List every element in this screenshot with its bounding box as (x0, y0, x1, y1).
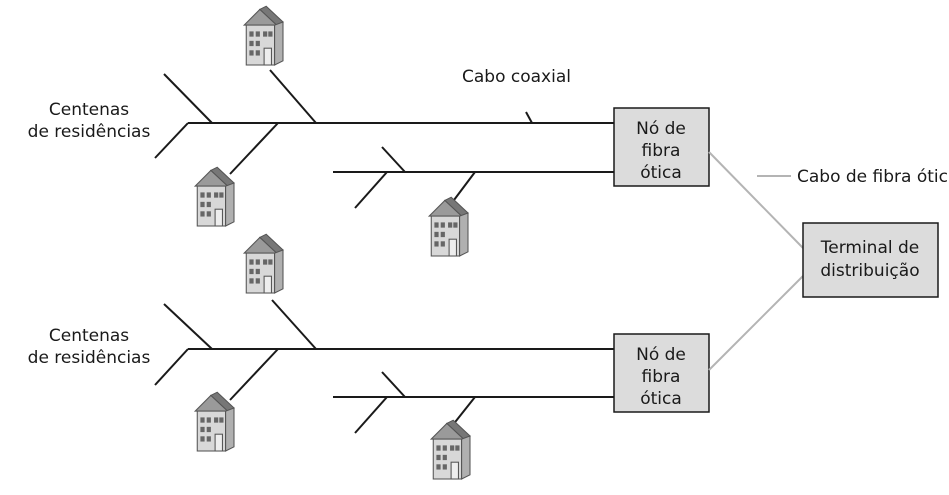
house-icon (243, 5, 284, 66)
coax-branch (269, 69, 317, 124)
coax-branch (229, 348, 279, 401)
fiber-node-box-top (613, 107, 710, 187)
fiber-link-bottom (708, 275, 804, 371)
bottom-cluster: Nó de fibra ótica Centenas de residência… (28, 233, 710, 480)
homes-label-line2: de residências (28, 348, 151, 368)
coax-branch (229, 122, 279, 175)
distribution: Cabo de fibra ótica Terminal de distribu… (708, 151, 949, 371)
fiber-node-box-bottom (613, 333, 710, 413)
homes-label-line1: Centenas (49, 326, 129, 346)
fiber-node-label: fibra (642, 367, 681, 387)
coax-label-pointer (525, 111, 533, 124)
coax-branch (154, 122, 189, 159)
coax-branch (381, 371, 406, 398)
coax-branch (271, 299, 317, 350)
house-icon (194, 391, 235, 452)
distribution-terminal-box (802, 222, 939, 298)
coax-branch (354, 171, 388, 209)
top-cluster: Nó de fibra ótica Centenas de residência… (28, 5, 710, 257)
coax-cable-label: Cabo coaxial (462, 67, 571, 87)
coax-branch (154, 348, 189, 386)
coax-branch (451, 396, 476, 427)
distribution-terminal-label: distribuição (820, 261, 919, 281)
house-icon (243, 233, 284, 294)
fiber-node-label: Nó de (636, 119, 686, 139)
fiber-node-label: ótica (640, 389, 682, 409)
homes-label-line1: Centenas (49, 100, 129, 120)
homes-label-line2: de residências (28, 122, 151, 142)
fiber-node-label: ótica (640, 163, 682, 183)
fiber-cable-label: Cabo de fibra ótica (797, 167, 949, 187)
distribution-terminal-label: Terminal de (820, 238, 920, 258)
fiber-node-label: Nó de (636, 345, 686, 365)
coax-branch (163, 303, 213, 350)
coax-branch (381, 146, 406, 173)
house-icon (430, 419, 471, 480)
fiber-link-top (708, 151, 804, 249)
house-icon (194, 166, 235, 227)
fiber-node-label: fibra (642, 141, 681, 161)
house-icon (428, 196, 469, 257)
coax-branch (354, 396, 388, 434)
coax-branch (163, 73, 213, 124)
